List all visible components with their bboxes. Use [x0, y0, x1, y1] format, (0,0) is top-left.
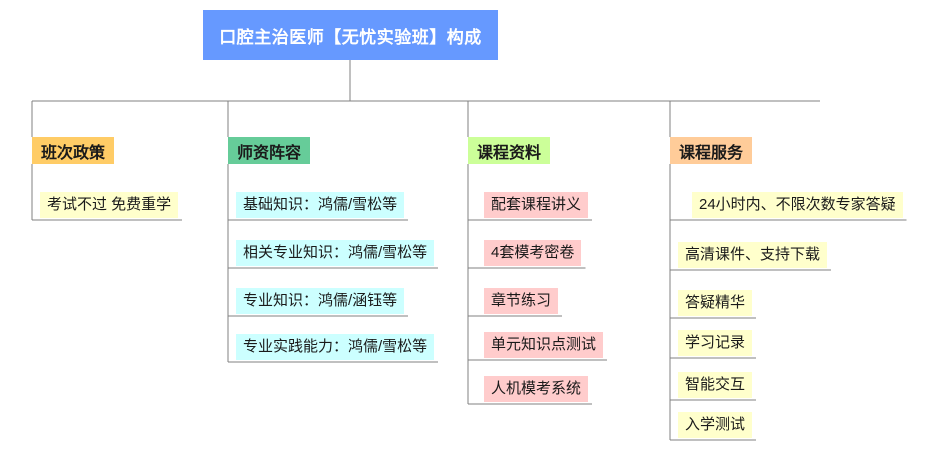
branch-header-label: 班次政策 — [41, 144, 106, 162]
leaf-item-label: 相关专业知识：鸿儒/雪松等 — [236, 240, 435, 266]
leaf-item: 人机模考系统 — [484, 374, 589, 404]
leaf-item: 相关专业知识：鸿儒/雪松等 — [236, 238, 435, 268]
leaf-item-label: 入学测试 — [678, 412, 753, 438]
branch-header-label: 师资阵容 — [237, 144, 302, 162]
leaf-item-label: 答疑精华 — [678, 290, 753, 316]
leaf-item: 单元知识点测试 — [484, 330, 604, 360]
leaf-item-label: 基础知识：鸿儒/雪松等 — [236, 192, 405, 218]
leaf-item: 学习记录 — [678, 328, 753, 358]
leaf-item: 智能交互 — [678, 370, 753, 400]
leaf-item: 答疑精华 — [678, 288, 753, 318]
leaf-item-label: 配套课程讲义 — [484, 192, 589, 218]
leaf-item-label: 24小时内、不限次数专家答疑 — [692, 192, 903, 218]
leaf-item-label: 4套模考密卷 — [484, 240, 582, 266]
root-node-label: 口腔主治医师【无忧实验班】构成 — [219, 27, 482, 47]
branch-header-3: 课程服务 — [670, 137, 753, 164]
leaf-item-label: 单元知识点测试 — [484, 332, 604, 358]
leaf-item-label: 考试不过 免费重学 — [40, 192, 179, 218]
branch-header-0: 班次政策 — [32, 137, 115, 164]
leaf-item-label: 人机模考系统 — [484, 376, 589, 402]
leaf-item: 高清课件、支持下载 — [678, 240, 828, 270]
leaf-item-label: 章节练习 — [484, 288, 559, 314]
root-node: 口腔主治医师【无忧实验班】构成 — [203, 10, 498, 60]
leaf-item-label: 高清课件、支持下载 — [678, 242, 828, 268]
leaf-item: 专业实践能力：鸿儒/雪松等 — [236, 332, 435, 362]
leaf-item: 24小时内、不限次数专家答疑 — [692, 190, 903, 220]
branch-header-label: 课程服务 — [679, 144, 744, 162]
leaf-item: 基础知识：鸿儒/雪松等 — [236, 190, 405, 220]
branch-header-2: 课程资料 — [468, 137, 551, 164]
leaf-item-label: 智能交互 — [678, 372, 753, 398]
leaf-item: 专业知识：鸿儒/涵钰等 — [236, 286, 405, 316]
leaf-item: 章节练习 — [484, 286, 559, 316]
leaf-item: 入学测试 — [678, 410, 753, 440]
leaf-item-label: 专业实践能力：鸿儒/雪松等 — [236, 334, 435, 360]
leaf-item: 考试不过 免费重学 — [40, 190, 179, 220]
leaf-item-label: 专业知识：鸿儒/涵钰等 — [236, 288, 405, 314]
branch-header-label: 课程资料 — [477, 144, 542, 162]
leaf-item: 4套模考密卷 — [484, 238, 582, 268]
branch-header-1: 师资阵容 — [228, 137, 311, 164]
leaf-item-label: 学习记录 — [678, 330, 753, 356]
leaf-item: 配套课程讲义 — [484, 190, 589, 220]
